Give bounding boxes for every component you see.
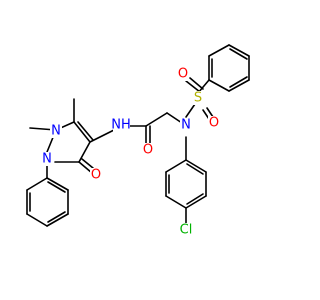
chlorine-label: Cl [180,223,193,238]
pyrazolone-oxygen-atom: O [90,168,102,183]
bond [26,213,48,227]
sulfonyl-oxygen-lower-label: O [209,116,219,131]
bond [185,159,207,173]
bond [185,195,207,209]
sulfonamide-nitrogen-label: N [181,118,191,133]
pyrazolone-n2-atom: N [50,124,62,139]
bond [186,193,204,205]
chlorine-atom: Cl [177,223,195,238]
bond [165,159,187,173]
bond [228,44,250,57]
bond [208,44,230,57]
sulfur-label: S [194,91,202,106]
bond [189,77,204,90]
sulfonamide-nitrogen-atom: N [180,118,192,133]
bond [46,177,69,191]
bond [77,121,94,141]
bond [26,177,48,191]
chemical-structure: NH O N N O N S [26,44,250,238]
atom-labels: NH O N N O N S [41,67,220,238]
sulfonyl-oxygen-upper-atom: O [177,67,189,82]
amide-oxygen-atom: O [142,143,154,158]
bond [81,158,94,169]
amide-nh-label: NH [111,118,131,133]
bond [208,79,230,92]
bond [89,129,115,143]
bond [145,112,168,127]
bond [165,195,187,209]
bond [197,79,210,94]
bond [185,80,201,93]
amide-nh-atom: NH [111,118,131,133]
pyrazolone-n2-label: N [51,124,61,139]
bond [78,141,91,163]
sulfonyl-oxygen-lower-atom: O [208,116,220,131]
bond [46,213,69,227]
bond [166,112,183,124]
bond [186,163,204,175]
pyrazolone-oxygen-label: O [91,168,101,183]
bond [47,211,66,223]
amide-oxygen-label: O [143,143,153,158]
bond [229,48,248,60]
pyrazolone-n1-label: N [42,152,52,167]
pyrazolone-n1-atom: N [41,152,53,167]
bond [206,107,214,118]
bond [78,161,93,174]
bond [73,121,91,143]
bond [228,79,250,92]
bond [47,181,66,193]
bond [185,103,196,118]
bond [229,76,248,88]
sulfur-atom: S [192,91,204,106]
sulfonyl-oxygen-upper-label: O [178,67,188,82]
